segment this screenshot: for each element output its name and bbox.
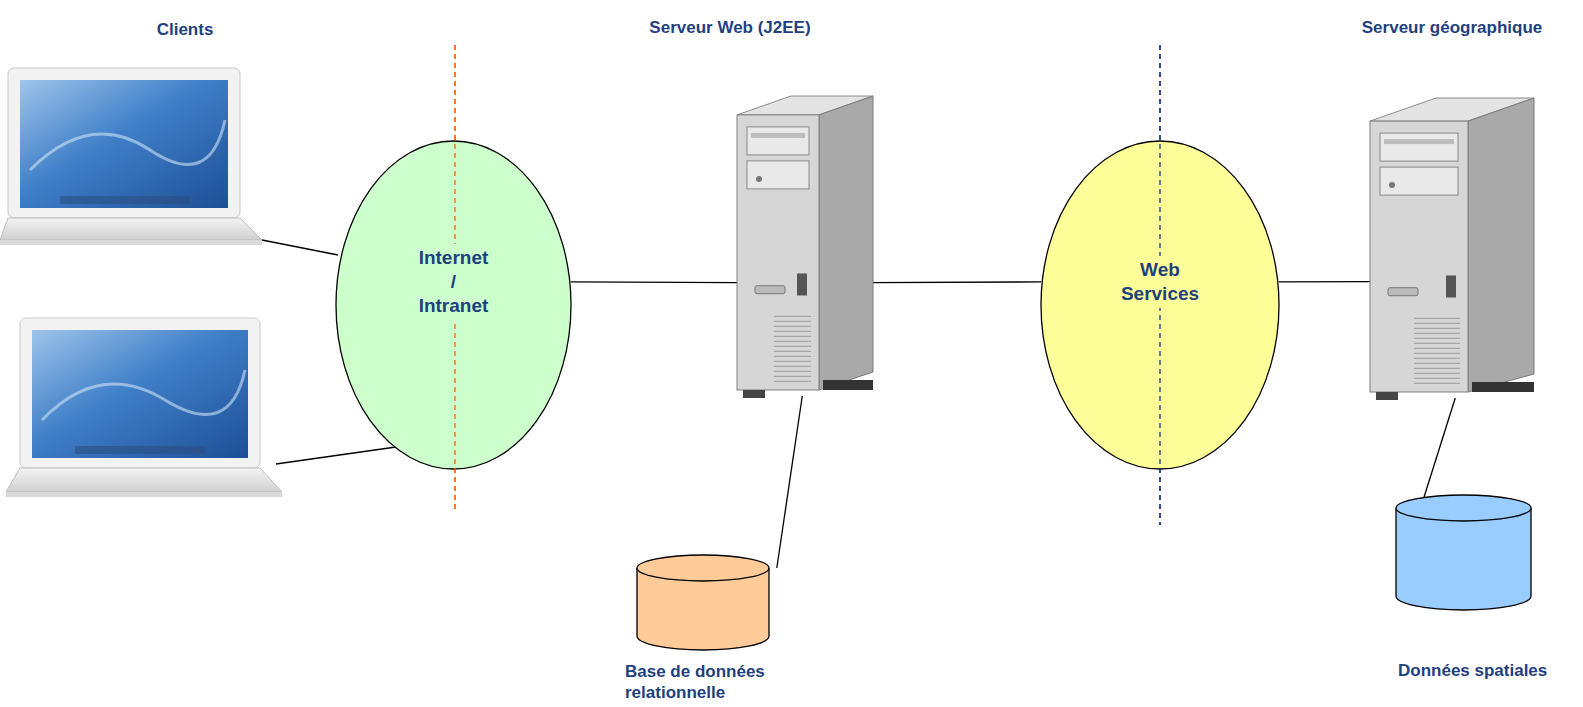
drawing-part: [32, 330, 248, 458]
drawing-part: [774, 316, 811, 317]
connector: [1279, 281, 1370, 282]
drawing-part: [743, 390, 765, 398]
drawing-part: [774, 336, 811, 337]
connector: [571, 281, 737, 283]
drawing-part: [1414, 338, 1460, 339]
drawing-part: [747, 127, 809, 155]
drawing-part: [774, 321, 811, 322]
drawing-part: [755, 286, 785, 294]
link-line: [276, 447, 396, 464]
drawing-part: [1414, 323, 1460, 324]
drawing-part: [1414, 333, 1460, 334]
drawing-part: [1414, 368, 1460, 369]
drawing-part: [797, 273, 807, 295]
drawing-part: [1380, 133, 1458, 161]
drawing-part: [1414, 328, 1460, 329]
drawing-part: [1414, 358, 1460, 359]
drawing-part: [774, 371, 811, 372]
link-line: [262, 240, 338, 255]
drawing-part: [1376, 392, 1398, 400]
drawing-part: [774, 381, 811, 382]
node-shape: [625, 554, 790, 650]
service-ellipse: Web Services: [1040, 140, 1280, 470]
connector-line: [777, 396, 802, 568]
drawing-part: [823, 380, 873, 390]
cylinder-body: [1396, 508, 1531, 610]
cylinder-top: [637, 555, 769, 581]
connector-line: [571, 281, 737, 283]
drawing-part: [756, 176, 762, 182]
drawing-part: [774, 326, 811, 327]
drawing-part: [774, 346, 811, 347]
connector: [777, 396, 802, 568]
network-ellipse: Internet / Intranet: [335, 140, 572, 470]
connector-line: [1279, 281, 1370, 283]
drawing-part: [1414, 363, 1460, 364]
laptop: [0, 68, 262, 245]
drawing-part: [774, 366, 811, 367]
drawing-part: [774, 331, 811, 332]
column-heading: Clients: [157, 20, 214, 40]
drawing-part: [1388, 288, 1418, 296]
server-tower: Serveur Web (J2EE): [737, 96, 873, 402]
drawing-part: [774, 376, 811, 377]
drawing-part: [20, 318, 260, 468]
server-tower: Serveur géographique: [1370, 98, 1534, 404]
node-label: Web Services: [1118, 256, 1202, 308]
connector: [873, 281, 1041, 283]
drawing-part: [60, 196, 190, 204]
server-drawing: [737, 96, 873, 398]
drawing-part: [30, 120, 225, 170]
drawing-part: [1446, 275, 1456, 297]
server-heading: Serveur Web (J2EE): [649, 18, 810, 38]
drawing-part: [774, 361, 811, 362]
drawing-part: [774, 341, 811, 342]
drawing-part: [0, 218, 262, 240]
node-label: Base de données relationnelle: [625, 661, 790, 703]
drawing-part: [774, 356, 811, 357]
drawing-part: [20, 80, 228, 208]
drawing-part: [747, 161, 809, 189]
database-cylinder: Données spatiales: [1395, 494, 1565, 681]
node-label: Données spatiales: [1398, 660, 1565, 681]
drawing-part: [1389, 182, 1395, 188]
drawing-part: [1414, 383, 1460, 384]
connector-line: [873, 281, 1041, 283]
node-shape: [1370, 98, 1534, 404]
drawing-part: [1414, 353, 1460, 354]
laptop: [6, 318, 282, 497]
node-label: Internet / Intranet: [416, 244, 492, 320]
connector-line: [1424, 398, 1455, 497]
server-drawing: [1370, 98, 1534, 400]
node-shape: [737, 96, 873, 402]
drawing-part: [1414, 318, 1460, 319]
connector: [1424, 398, 1455, 497]
drawing-part: [1414, 378, 1460, 379]
drawing-part: [1384, 139, 1454, 144]
drawing-part: [1380, 167, 1458, 195]
drawing-part: [1414, 348, 1460, 349]
database-cylinder: Base de données relationnelle: [625, 554, 790, 703]
drawing-part: [751, 133, 805, 138]
drawing-part: [0, 240, 262, 245]
drawing-part: [1370, 121, 1468, 392]
drawing-part: [1472, 382, 1534, 392]
drawing-part: [819, 96, 873, 390]
drawing-part: [737, 115, 819, 390]
drawing-part: [1468, 98, 1534, 392]
drawing-part: [774, 351, 811, 352]
drawing-part: [1414, 343, 1460, 344]
drawing-part: [75, 446, 205, 454]
drawing-part: [6, 468, 282, 492]
drawing-part: [1414, 373, 1460, 374]
drawing-part: [42, 370, 245, 420]
drawing-part: [6, 492, 282, 497]
ellipse-outline: [336, 141, 571, 469]
node-shape: [1395, 494, 1565, 610]
server-heading: Serveur géographique: [1362, 18, 1542, 38]
drawing-part: [8, 68, 240, 218]
cylinder-top: [1396, 495, 1531, 521]
